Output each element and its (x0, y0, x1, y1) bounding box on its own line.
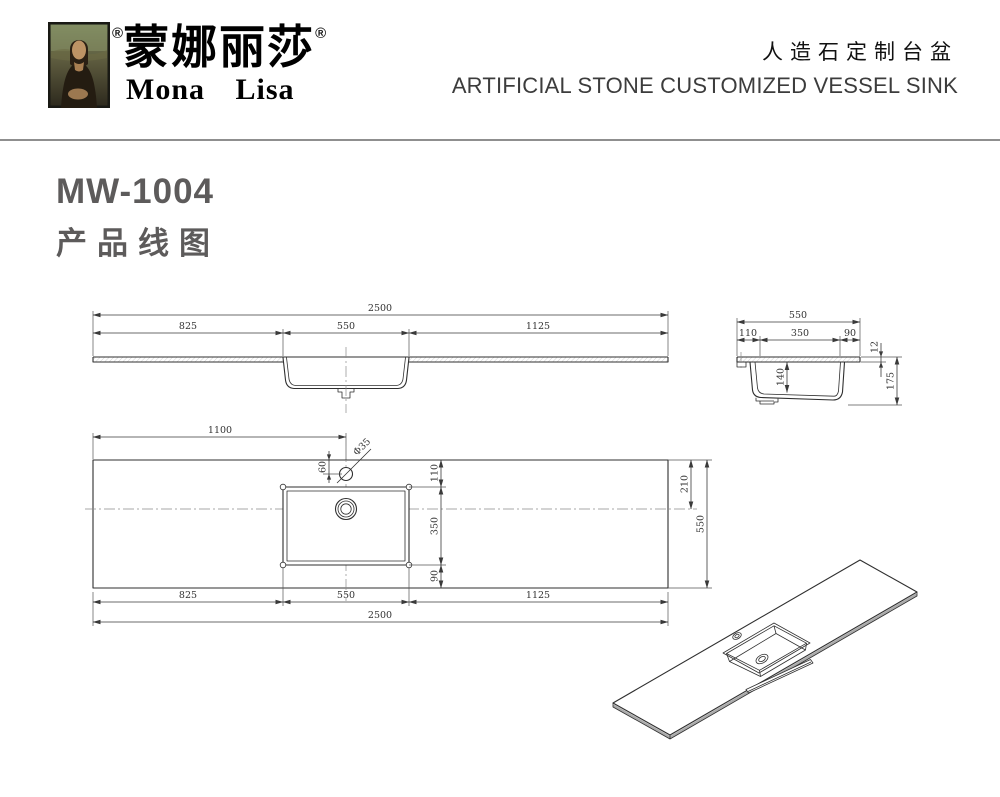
drain-plan (334, 497, 358, 521)
side-dim-overall: 550 (789, 310, 807, 321)
product-title-chinese: 人造石定制台盆 (762, 41, 958, 64)
plan-dim-overall: 2500 (368, 610, 392, 621)
plan-dim-faucet-y: 60 (318, 461, 329, 473)
brand-name-chinese: 蒙娜丽莎 (123, 20, 316, 74)
plan-dim-depth: 550 (696, 515, 707, 533)
side-dim-total-height: 175 (886, 372, 897, 390)
side-dim-basin: 350 (791, 328, 809, 339)
drain-front (337, 388, 355, 399)
basin-rim-iso (722, 622, 811, 674)
faucet-hole-iso (732, 632, 742, 640)
brand-name-english: Mona Lisa (126, 73, 295, 106)
header-product-title: 人造石定制台盆 ARTIFICIAL STONE CUSTOMIZED VESS… (452, 36, 958, 99)
isometric-view (612, 559, 918, 740)
plan-dim-faucet-dia: Φ35 (351, 436, 373, 458)
plan-dim-front: 90 (430, 570, 441, 582)
plan-dim-faucet-x: 1100 (208, 425, 232, 436)
slab-left-band (93, 357, 283, 362)
slab-right-band (409, 357, 668, 362)
registered-mark-left: ® (112, 25, 124, 42)
plan-dim-drain-y: 210 (680, 475, 691, 493)
plan-view: 1100 Φ35 60 110 350 90 (85, 425, 712, 626)
side-section-view: 550 110 350 90 140 12 175 (736, 310, 902, 406)
plan-dim-right: 1125 (526, 590, 550, 601)
basin-bottom-iso (729, 633, 806, 677)
front-dim-basin: 550 (337, 321, 355, 332)
side-dim-basin-depth: 140 (776, 368, 787, 386)
mona-lisa-logo-image (48, 22, 110, 108)
header-divider (0, 139, 1000, 141)
front-dim-right: 1125 (526, 321, 550, 332)
front-dim-left: 825 (179, 321, 197, 332)
drain-side (755, 397, 779, 405)
front-elevation-view: 2500 825 550 1125 (92, 303, 669, 413)
plan-dim-basin: 350 (430, 517, 441, 535)
drawing-subtitle: 产品线图 (56, 226, 220, 261)
slab-section-band (737, 357, 860, 362)
page-header: ® 蒙娜丽莎 ® Mona Lisa 人造石定制台盆 ARTIFICIAL ST… (0, 0, 1000, 139)
product-title-english: ARTIFICIAL STONE CUSTOMIZED VESSEL SINK (451, 73, 958, 98)
plan-dim-left: 825 (179, 590, 197, 601)
plan-dim-basin-w: 550 (337, 590, 355, 601)
model-number: MW-1004 (56, 172, 215, 211)
registered-mark-right: ® (315, 25, 327, 42)
side-dim-back: 110 (739, 328, 757, 339)
side-dim-thickness: 12 (870, 341, 881, 353)
front-dim-overall: 2500 (368, 303, 392, 314)
basin-outline-side (749, 361, 846, 401)
drain-iso (755, 653, 769, 665)
slab-front-lip (736, 361, 747, 368)
brand-block: ® 蒙娜丽莎 ® Mona Lisa (112, 22, 342, 107)
plan-dim-back: 110 (430, 464, 441, 482)
title-block: MW-1004 产品线图 (56, 172, 220, 263)
side-dim-front: 90 (844, 328, 856, 339)
